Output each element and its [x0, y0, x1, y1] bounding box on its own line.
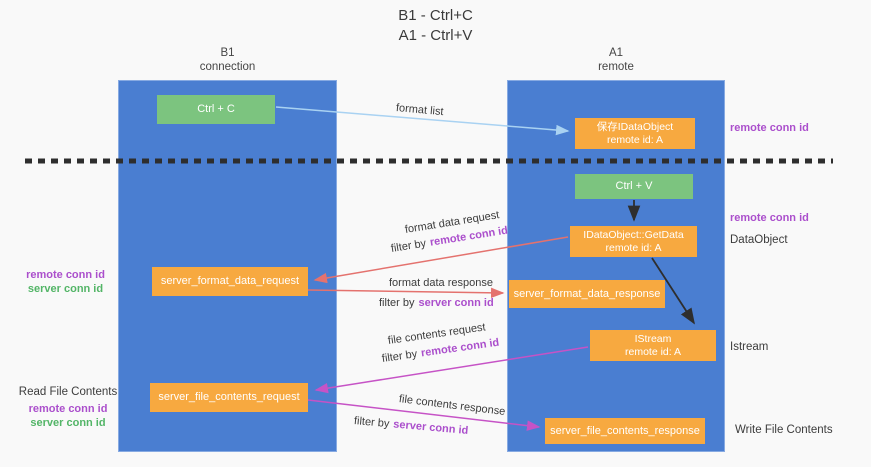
ctrl-v-box: Ctrl + V: [575, 174, 693, 199]
format-data-response-arrow: [307, 287, 505, 299]
lane-header-a1: A1 remote: [507, 46, 725, 74]
idataobject-getdata-box: IDataObject::GetData remote id: A: [570, 226, 697, 257]
istream-box: IStream remote id: A: [590, 330, 716, 361]
getdata-line2: remote id: A: [605, 241, 662, 254]
lane-a1-name: A1: [608, 47, 624, 59]
server-format-data-response-label: server_format_data_response: [513, 287, 661, 300]
filter-by-text: filter by: [390, 237, 427, 255]
format-data-response-label: format data response: [389, 277, 493, 289]
write-file-contents-label: Write File Contents: [735, 424, 833, 436]
read-file-contents-label: Read File Contents: [18, 386, 118, 398]
remote-conn-id-right-1: remote conn id: [730, 122, 809, 134]
getdata-line1: IDataObject::GetData: [583, 228, 684, 241]
server-conn-id-text: server conn id: [392, 418, 469, 437]
diagram-title-line1: B1 - Ctrl+C: [398, 7, 473, 24]
ctrl-v-label: Ctrl + V: [615, 180, 653, 192]
remote-conn-id-left-1: remote conn id: [26, 269, 105, 281]
format-list-label: format list: [395, 102, 445, 119]
diagram-title-line2: A1 - Ctrl+V: [398, 27, 473, 44]
diagram-title: B1 - Ctrl+C A1 - Ctrl+V: [0, 6, 871, 46]
lane-b1-role: connection: [199, 61, 256, 73]
ctrl-c-label: Ctrl + C: [197, 103, 235, 115]
server-conn-id-text: server conn id: [418, 297, 494, 309]
server-file-contents-response-label: server_file_contents_response: [550, 424, 700, 437]
server-file-contents-request-label: server_file_contents_request: [158, 391, 300, 403]
istream-line2: remote id: A: [624, 345, 682, 358]
remote-conn-id-right-2: remote conn id: [730, 212, 809, 224]
save-idataobject-line2: remote id: A: [606, 133, 664, 146]
server-format-data-request-box: server_format_data_request: [152, 267, 308, 296]
server-format-data-response-box: server_format_data_response: [509, 280, 665, 308]
server-conn-id-left-1: server conn id: [27, 283, 104, 295]
filter-by-text: filter by: [353, 415, 390, 431]
server-file-contents-response-box: server_file_contents_response: [545, 418, 705, 444]
dataobject-label: DataObject: [730, 234, 788, 246]
server-file-contents-request-box: server_file_contents_request: [150, 383, 308, 412]
ctrl-c-box: Ctrl + C: [157, 95, 275, 124]
save-idataobject-box: 保存IDataObject remote id: A: [575, 118, 695, 149]
lane-header-b1: B1 connection: [118, 46, 337, 74]
filter-by-text: filter by: [381, 348, 418, 365]
lane-a1-role: remote: [598, 61, 634, 73]
istream-line1: IStream: [634, 332, 672, 345]
remote-conn-id-left-2: remote conn id: [28, 403, 108, 415]
istream-side-label: Istream: [730, 341, 769, 353]
filter-by-text: filter by: [379, 297, 415, 309]
server-format-data-request-label: server_format_data_request: [160, 275, 300, 287]
left-conn-id-stack-1: remote conn id server conn id: [18, 268, 113, 296]
server-conn-id-left-2: server conn id: [30, 417, 106, 429]
save-idataobject-line1: 保存IDataObject: [596, 120, 674, 133]
lane-b1-name: B1: [220, 47, 235, 59]
file-contents-response-label: file contents response: [398, 393, 506, 418]
read-file-contents-stack: Read File Contents remote conn id server…: [18, 385, 118, 430]
